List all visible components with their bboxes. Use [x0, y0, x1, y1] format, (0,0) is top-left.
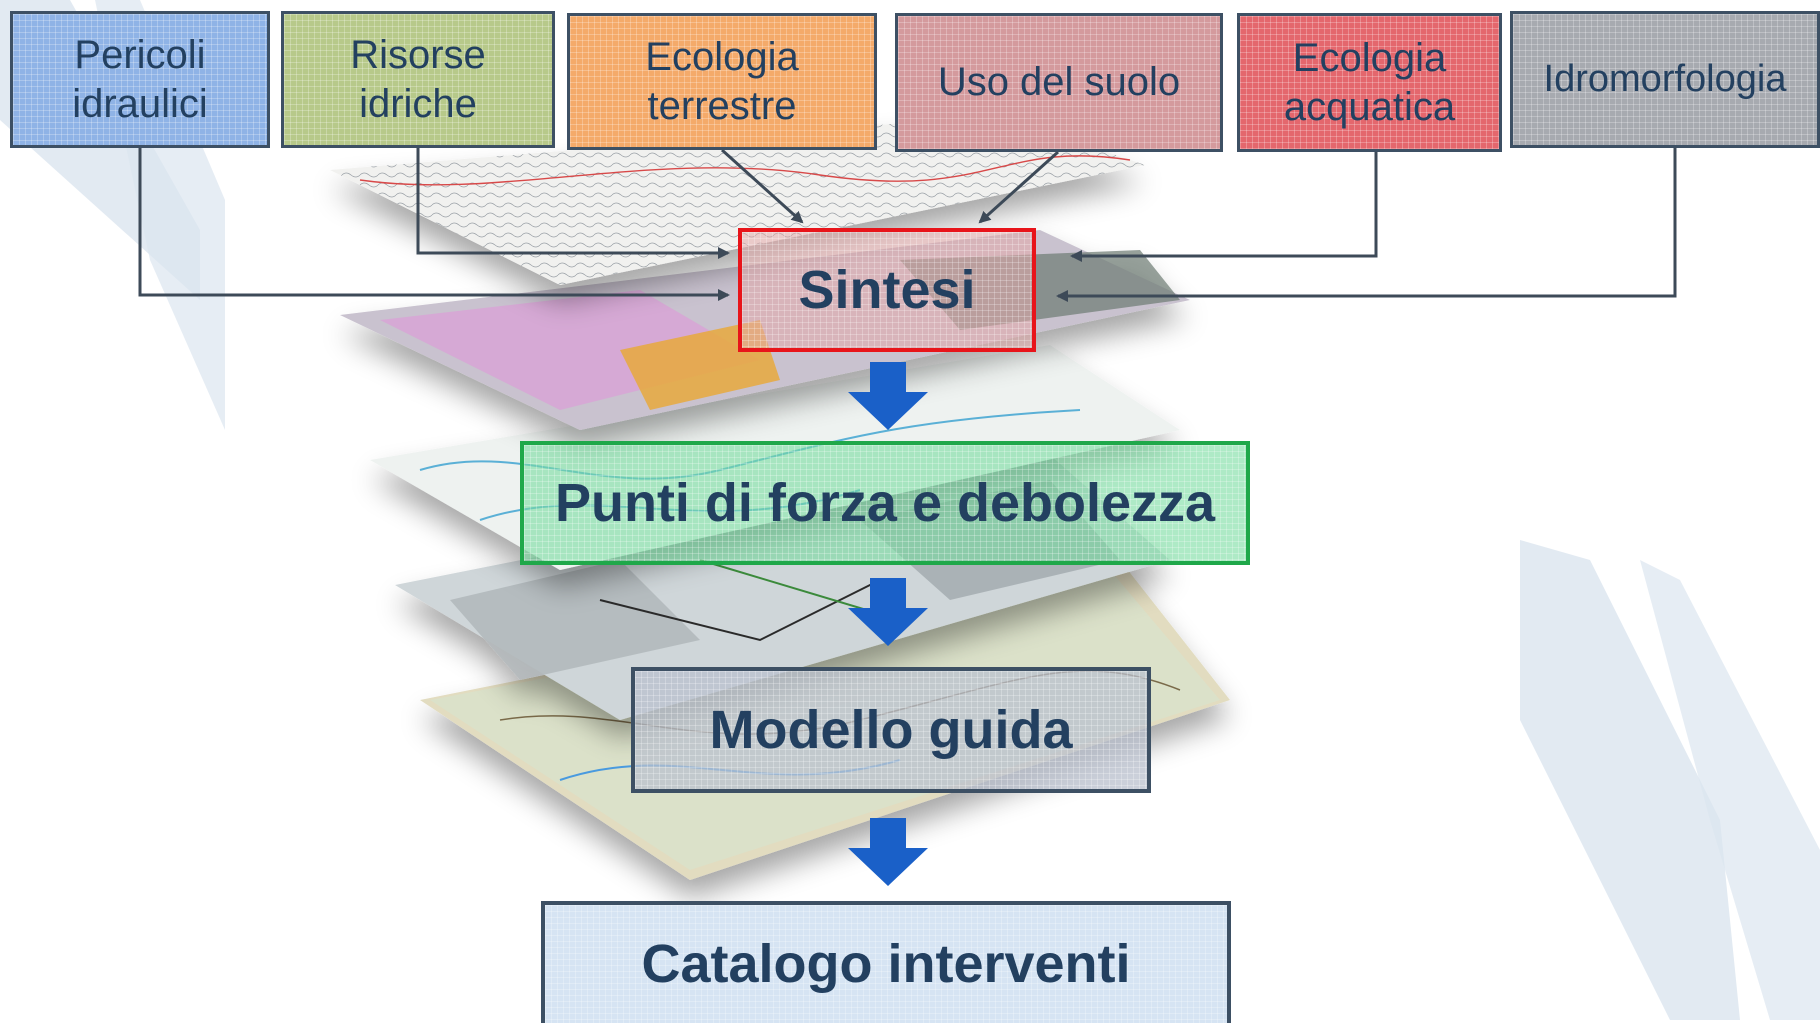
source-box-risorse-idriche: Risorse idriche [281, 11, 555, 148]
source-label: Pericoli idraulici [72, 32, 208, 126]
source-box-uso-del-suolo: Uso del suolo [895, 13, 1223, 152]
flow-arrow-2 [848, 578, 928, 646]
source-box-idromorfologia: Idromorfologia [1510, 11, 1820, 148]
connector-ecologia-terrestre [720, 148, 804, 224]
flow-arrow-1 [848, 362, 928, 430]
intervention-catalog-box: Catalogo interventi [541, 901, 1231, 1023]
connector-ecologia-acquatica [1070, 152, 1378, 262]
source-box-ecologia-terrestre: Ecologia terrestre [567, 13, 877, 150]
connector-risorse [416, 148, 730, 259]
source-label: Idromorfologia [1543, 58, 1787, 100]
model-label: Modello guida [709, 700, 1073, 760]
flow-arrow-3 [848, 818, 928, 886]
strengths-label: Punti di forza e debolezza [554, 473, 1216, 533]
source-label: Uso del suolo [937, 60, 1181, 104]
source-box-ecologia-acquatica: Ecologia acquatica [1237, 13, 1502, 152]
source-box-pericoli-idraulici: Pericoli idraulici [10, 11, 270, 148]
catalog-label: Catalogo interventi [641, 934, 1131, 994]
strengths-weaknesses-box: Punti di forza e debolezza [520, 441, 1250, 565]
synthesis-label: Sintesi [798, 260, 976, 320]
source-label: Ecologia acquatica [1283, 35, 1456, 129]
map-layer-topographic [330, 115, 1145, 285]
guide-model-box: Modello guida [631, 667, 1151, 793]
source-label: Risorse idriche [350, 32, 486, 126]
connector-uso-suolo [978, 150, 1060, 224]
background-stripes-right [1520, 540, 1820, 1020]
synthesis-box: Sintesi [738, 228, 1036, 352]
source-label: Ecologia terrestre [645, 34, 799, 128]
connector-pericoli [138, 148, 730, 301]
connector-idromorfologia [1056, 148, 1677, 302]
